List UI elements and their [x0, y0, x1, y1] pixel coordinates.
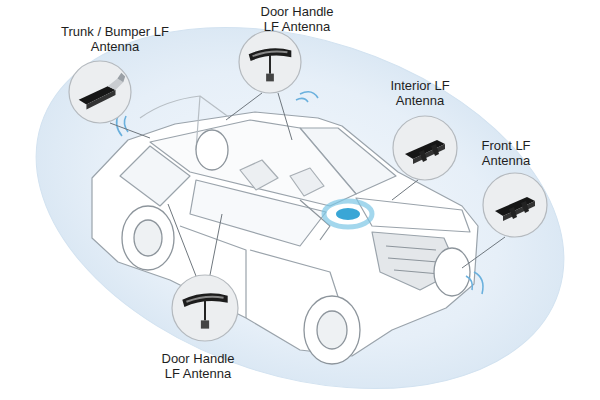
antenna-callout: Front LF Antenna	[465, 138, 565, 238]
callout-label: Front LF Antenna	[469, 138, 543, 168]
callout-label: Door Handle LF Antenna	[153, 351, 243, 381]
car-outline	[92, 112, 478, 356]
antenna-piece	[521, 201, 529, 213]
antenna-callout: Trunk / Bumper LF Antenna	[55, 24, 175, 126]
antenna-part	[79, 73, 126, 110]
signal-arc	[300, 92, 318, 98]
callout-label: Interior LF Antenna	[383, 78, 457, 108]
wheel-hub	[317, 311, 347, 349]
antenna-piece	[431, 144, 439, 156]
antenna-callout: Interior LF Antenna	[375, 78, 475, 182]
antenna-piece	[86, 90, 115, 109]
callout-label: Trunk / Bumper LF Antenna	[60, 24, 170, 54]
wheel	[196, 130, 228, 170]
seat	[240, 160, 324, 196]
circle-outline	[483, 173, 547, 237]
antenna-piece	[204, 300, 206, 321]
antenna-piece	[201, 320, 209, 328]
signal-arc	[466, 276, 472, 290]
signal-waves	[117, 92, 483, 294]
antenna-part	[495, 197, 535, 221]
signal-core	[336, 208, 360, 220]
antenna-circle	[67, 59, 133, 125]
roof	[150, 120, 356, 206]
wheel	[122, 206, 174, 270]
antenna-circle	[481, 171, 549, 239]
antenna-circle	[237, 29, 303, 95]
signal-arc	[474, 272, 483, 294]
antenna-circle	[391, 114, 459, 182]
wheel	[304, 296, 360, 364]
circle-outline	[393, 116, 457, 180]
leader-line	[210, 214, 222, 275]
circle-outline	[239, 31, 301, 93]
antenna-piece	[509, 207, 517, 219]
wheel	[434, 248, 470, 296]
signal-ring	[324, 201, 372, 227]
engine-detail	[386, 246, 440, 274]
leader-lines	[110, 93, 505, 276]
leader-line	[462, 237, 505, 268]
antenna-piece	[266, 74, 274, 82]
antenna-circle	[170, 273, 240, 343]
car-body	[92, 96, 478, 356]
wheel-hub	[134, 220, 162, 256]
antenna-part	[405, 140, 445, 164]
leader-line	[168, 204, 196, 276]
antenna-piece	[413, 144, 445, 164]
leader-line	[392, 180, 418, 200]
antenna-piece	[117, 73, 125, 83]
leader-line	[278, 93, 292, 140]
interior-antenna-zone	[324, 201, 372, 227]
antenna-callout: Door Handle LF Antenna	[145, 273, 265, 395]
antenna-piece	[503, 201, 535, 221]
circle-outline	[69, 61, 131, 123]
circle-outline	[172, 275, 238, 341]
leader-line	[226, 93, 262, 120]
antenna-callout: Door Handle LF Antenna	[230, 4, 350, 94]
antenna-part	[182, 293, 227, 328]
callout-label: Door Handle LF Antenna	[252, 4, 342, 34]
antenna-piece	[419, 150, 427, 162]
leader-line	[110, 123, 150, 138]
antenna-piece	[269, 54, 271, 73]
rear-window	[120, 146, 190, 206]
antenna-part	[249, 48, 292, 81]
signal-arc	[296, 98, 308, 102]
